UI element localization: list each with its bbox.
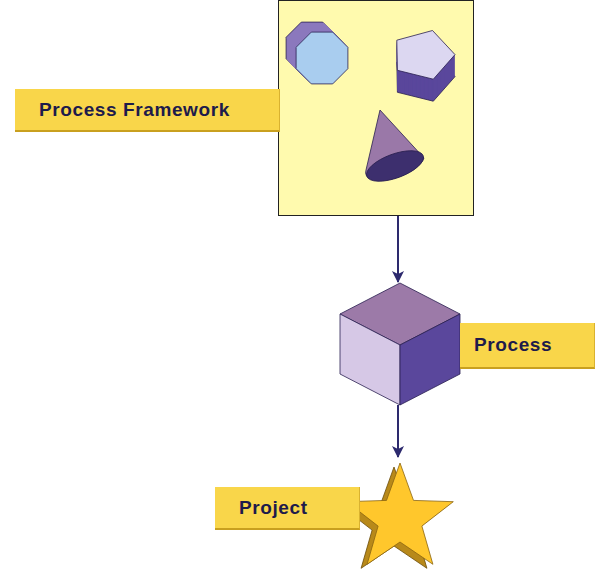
flow-arrow: [397, 216, 399, 282]
stage-node: Project: [345, 458, 455, 575]
framework-shapes: [286, 22, 455, 187]
stage-name: Process: [474, 334, 552, 356]
stage-node: Process: [340, 283, 460, 405]
stage-label: Process Framework: [15, 89, 280, 132]
process-cube: [340, 283, 460, 405]
framework-square: [279, 1, 474, 216]
stage-name: Project: [239, 497, 308, 519]
stage-name: Process Framework: [39, 99, 230, 121]
stage-label: Project: [215, 487, 360, 530]
flow-arrow: [397, 405, 399, 457]
stage-node: Process Framework: [278, 0, 474, 216]
stage-label: Process: [460, 323, 595, 369]
